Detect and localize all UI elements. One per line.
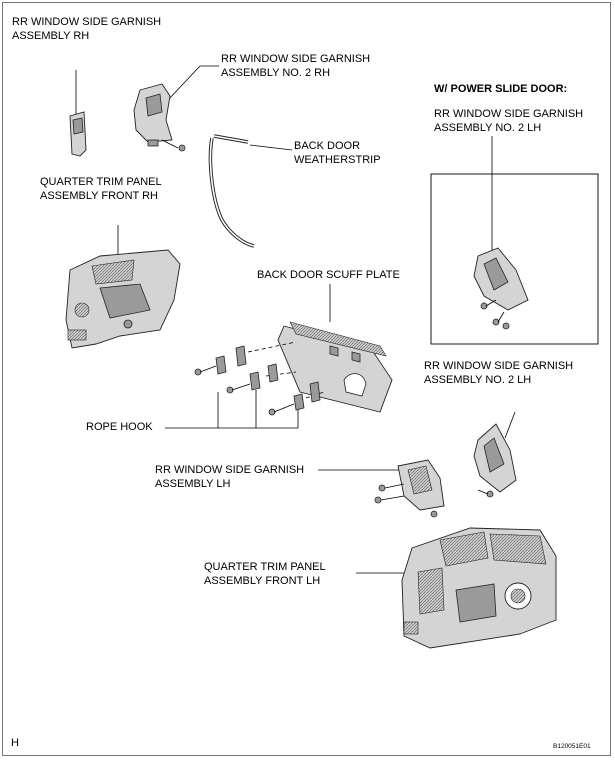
label-power-slide-door: W/ POWER SLIDE DOOR: <box>434 83 567 95</box>
rr-garnish-no2-lh-inset-part <box>473 247 529 330</box>
label-back-door-weatherstrip: BACK DOOR WEATHERSTRIP <box>294 140 381 166</box>
figure-code: B120051E01 <box>553 743 591 750</box>
label-rr-garnish-no2-rh: RR WINDOW SIDE GARNISH ASSEMBLY NO. 2 RH <box>221 53 373 79</box>
rr-garnish-no2-rh-part <box>133 83 186 152</box>
label-rr-garnish-no2-lh-inset: RR WINDOW SIDE GARNISH ASSEMBLY NO. 2 LH <box>434 108 586 134</box>
label-rr-garnish-no2-lh: RR WINDOW SIDE GARNISH ASSEMBLY NO. 2 LH <box>424 360 576 386</box>
leader-rope-hook <box>165 390 299 429</box>
leader-weatherstrip <box>249 144 293 151</box>
label-back-door-scuff-plate: BACK DOOR SCUFF PLATE <box>257 269 400 281</box>
label-rr-garnish-rh: RR WINDOW SIDE GARNISH ASSEMBLY RH <box>12 16 164 42</box>
quarter-trim-front-rh-part <box>65 249 181 349</box>
corner-mark: H <box>11 737 19 749</box>
leader-rr-garnish-no2-lh <box>504 411 516 439</box>
power-slide-door-inset-box <box>430 173 599 345</box>
rr-garnish-lh-part <box>374 459 445 518</box>
label-quarter-trim-front-rh: QUARTER TRIM PANEL ASSEMBLY FRONT RH <box>40 176 164 202</box>
back-door-scuff-plate-part <box>277 321 393 413</box>
leader-rr-garnish-no2-rh <box>167 65 219 101</box>
label-quarter-trim-front-lh: QUARTER TRIM PANEL ASSEMBLY FRONT LH <box>204 561 328 587</box>
back-door-weatherstrip-part <box>208 134 255 248</box>
label-rr-garnish-lh: RR WINDOW SIDE GARNISH ASSEMBLY LH <box>155 464 307 490</box>
rope-hooks-group <box>194 341 325 416</box>
rr-garnish-no2-lh-part <box>473 423 517 498</box>
label-rope-hook: ROPE HOOK <box>86 421 153 433</box>
rr-garnish-rh-part <box>69 111 87 157</box>
quarter-trim-front-lh-part <box>401 527 557 649</box>
